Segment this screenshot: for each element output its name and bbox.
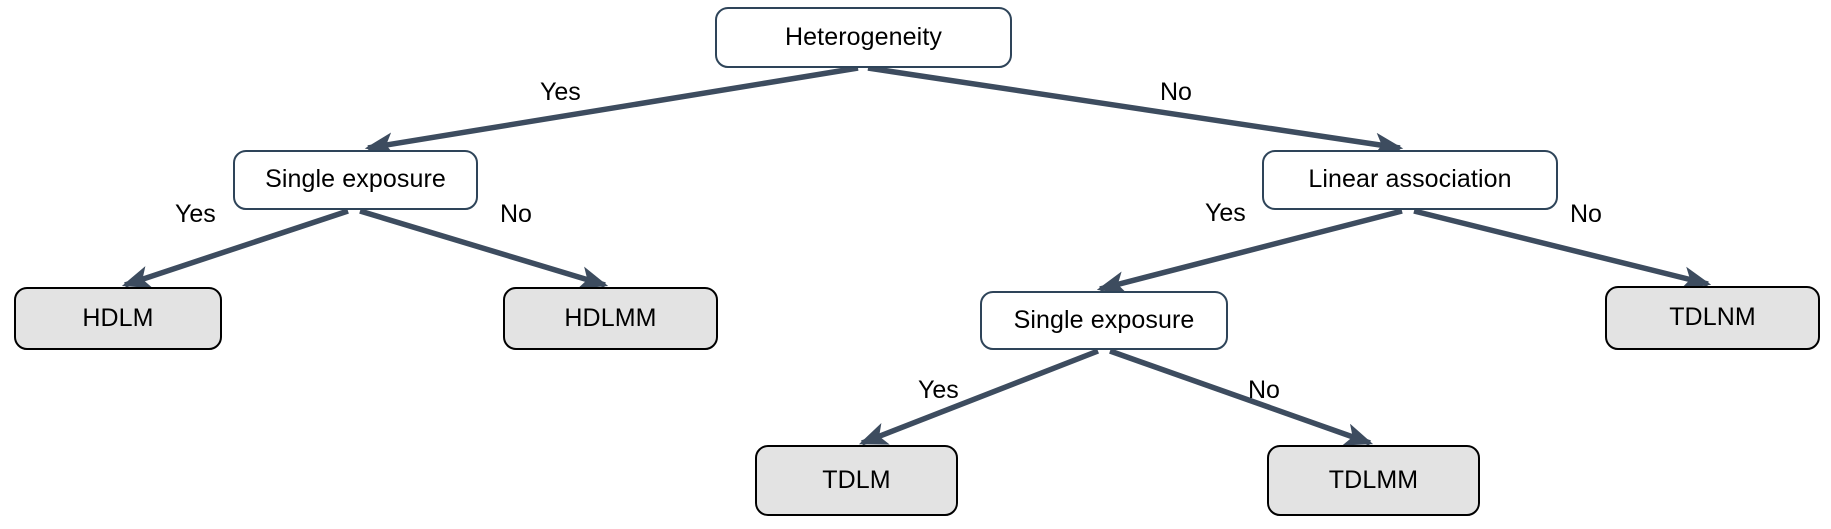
node-single-exposure-l[interactable]: Single exposure [233, 150, 478, 210]
edge-single-exposure-l-no [359, 208, 609, 289]
node-linear-association[interactable]: Linear association [1262, 150, 1558, 210]
edge-label-linear-association-yes: Yes [1205, 199, 1246, 227]
edge-label-single-exposure-r-yes: Yes [918, 376, 959, 404]
edge-heterogeneity-yes [364, 65, 859, 156]
node-single-exposure-r[interactable]: Single exposure [980, 291, 1228, 350]
node-hdlmm[interactable]: HDLMM [503, 287, 718, 350]
edge-single-exposure-r-no [1109, 348, 1374, 446]
edge-single-exposure-r-yes [858, 348, 1099, 446]
edge-label-single-exposure-r-no: No [1248, 376, 1280, 404]
edge-linear-association-no [1413, 208, 1712, 290]
edge-label-heterogeneity-no: No [1160, 78, 1192, 106]
edge-label-linear-association-no: No [1570, 200, 1602, 228]
edge-linear-association-yes [1096, 208, 1403, 294]
node-hdlm[interactable]: HDLM [14, 287, 222, 350]
node-heterogeneity[interactable]: Heterogeneity [715, 7, 1012, 68]
node-tdlnm[interactable]: TDLNM [1605, 286, 1820, 350]
edge-label-heterogeneity-yes: Yes [540, 78, 581, 106]
node-tdlmm[interactable]: TDLMM [1267, 445, 1480, 516]
edge-single-exposure-l-yes [121, 208, 349, 288]
edge-label-single-exposure-l-no: No [500, 200, 532, 228]
edge-label-single-exposure-l-yes: Yes [175, 200, 216, 228]
node-tdlm[interactable]: TDLM [755, 445, 958, 516]
edge-heterogeneity-no [867, 65, 1404, 156]
